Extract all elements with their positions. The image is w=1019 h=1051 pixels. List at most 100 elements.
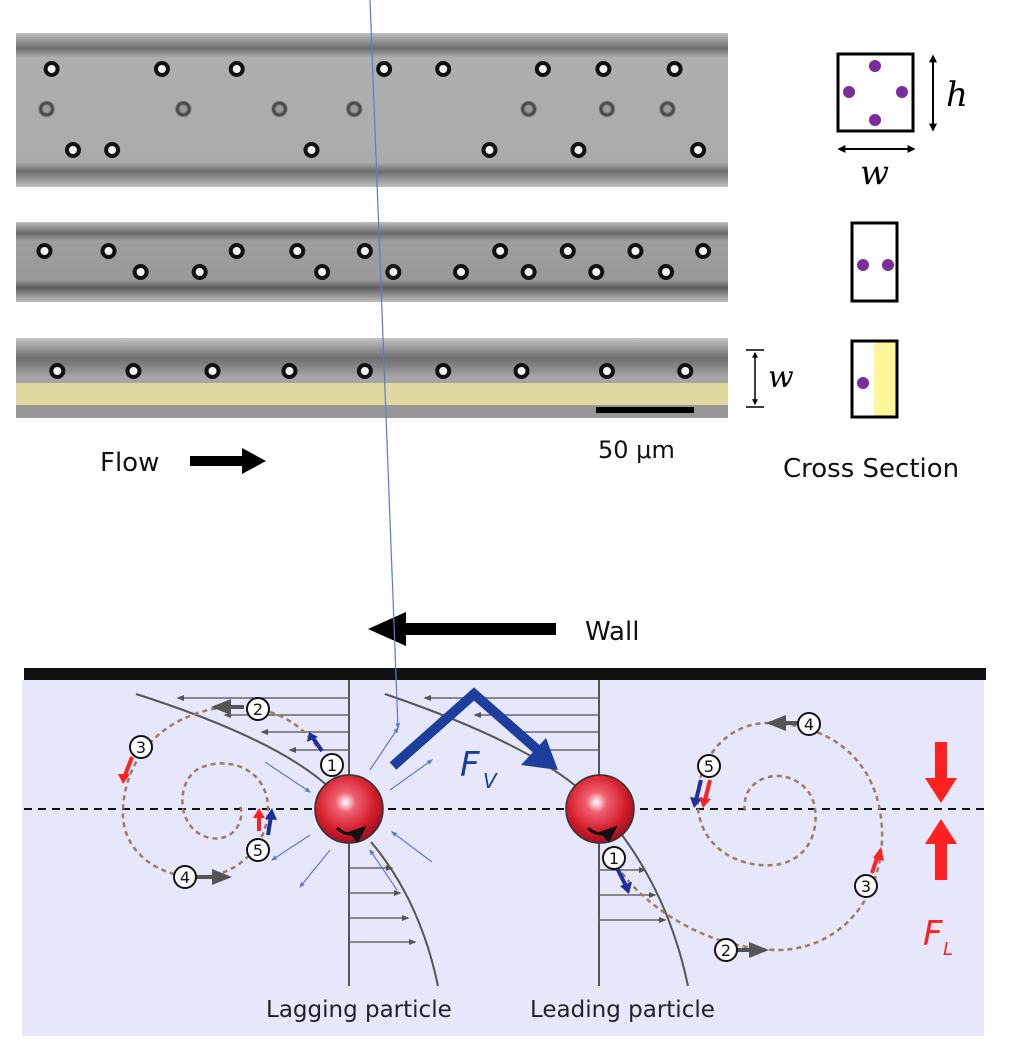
particle: [534, 61, 551, 77]
particle: [356, 243, 373, 259]
step-circle: [797, 712, 821, 736]
particle: [513, 363, 530, 379]
step-number: 2: [721, 941, 731, 960]
particle: [690, 142, 707, 158]
leading-particle-label: Leading particle: [530, 997, 715, 1023]
fv-subscript: V: [483, 769, 498, 793]
step-marker: 4: [173, 865, 197, 889]
channel-rectangular: [16, 222, 728, 302]
cross-dot: [869, 60, 881, 72]
cross-section-rectangular-half: [850, 339, 899, 419]
fv-force-arrow: F V: [389, 687, 558, 793]
spiral-path: [121, 705, 270, 879]
step-marker: 3: [129, 735, 153, 759]
particle: [175, 101, 192, 117]
scale-bar: [596, 407, 694, 413]
trajectory-lagging: [118, 699, 324, 885]
particle: [132, 264, 149, 280]
particle: [281, 363, 298, 379]
wall-label: Wall: [585, 617, 639, 647]
step-marker: 4: [797, 712, 821, 736]
step-number: 3: [861, 877, 871, 896]
cross-dot: [857, 259, 869, 271]
particle: [228, 61, 245, 77]
fv-arrow-icon: [389, 687, 544, 770]
particle: [695, 243, 712, 259]
step-marker: 2: [246, 697, 270, 721]
step-number: 5: [704, 757, 714, 776]
particle: [346, 101, 362, 117]
fl-label: F: [923, 914, 943, 954]
yellow-overlay: [16, 383, 728, 405]
particle: [43, 61, 60, 77]
particle: [570, 142, 587, 158]
particle: [595, 61, 612, 77]
particle: [435, 61, 452, 77]
particle: [49, 363, 66, 379]
flow-label: Flow: [100, 448, 159, 478]
cross-sections: h w Cross Section: [783, 52, 968, 484]
flow-arrow-icon: [190, 448, 266, 474]
particle: [38, 101, 55, 117]
particle: [481, 142, 498, 158]
step-number: 1: [609, 849, 619, 868]
particle-group: [38, 61, 707, 158]
mechanism-diagram: Wall: [22, 0, 986, 1036]
particle: [104, 142, 121, 158]
cross-dot: [843, 86, 855, 98]
fluid-region: [22, 680, 984, 1036]
particle-group: [49, 363, 694, 379]
cross-section-square: h w: [836, 52, 968, 193]
wall-direction-arrow-icon: [368, 612, 556, 646]
particle: [153, 61, 170, 77]
particle: [385, 264, 402, 280]
cross-dot: [857, 377, 869, 389]
cross-section-rectangular: [850, 221, 899, 303]
step-marker: 1: [320, 753, 344, 777]
step-marker: 5: [246, 838, 270, 862]
step-circle: [602, 846, 626, 870]
particle: [125, 363, 142, 379]
disturbance-flow-arrows: [264, 0, 433, 891]
dim-w-label: w: [860, 153, 889, 193]
step-number: 1: [327, 756, 337, 775]
wall-indicator: Wall: [368, 612, 639, 647]
channel-rectangular-half: [16, 338, 728, 418]
channel-bottom-edge: [16, 405, 728, 418]
cross-dot: [882, 259, 894, 271]
fv-label: F: [460, 745, 480, 785]
step-circle: [714, 938, 738, 962]
spiral-path: [621, 721, 884, 952]
particle: [677, 363, 694, 379]
step-circle: [854, 874, 878, 898]
flow-indicator: Flow: [100, 448, 266, 478]
particle: [453, 264, 469, 280]
step-number: 3: [136, 738, 146, 757]
channel-images: [16, 33, 728, 418]
step-circle: [320, 753, 344, 777]
particle: [492, 243, 509, 259]
particle: [100, 243, 117, 259]
step-circle: [173, 865, 197, 889]
fl-subscript: L: [943, 939, 953, 960]
fl-up-arrow-icon: [925, 819, 957, 844]
particle: [204, 363, 221, 379]
particle: [666, 61, 683, 77]
step-circle: [246, 697, 270, 721]
particle: [659, 101, 676, 117]
particle-group: [36, 243, 712, 280]
channel-width-dimension: w: [746, 349, 794, 408]
particle: [314, 264, 331, 280]
fl-force-arrows: F L: [923, 742, 957, 960]
particle: [271, 101, 288, 117]
step-circle: [697, 754, 721, 778]
lagging-particle: [314, 774, 384, 844]
step-marker: 1: [602, 846, 626, 870]
particle: [356, 363, 373, 379]
rotation-arrow-icon: [586, 825, 618, 843]
particle: [598, 363, 615, 379]
cross-section-label: Cross Section: [783, 454, 959, 484]
particle: [289, 243, 306, 259]
fl-down-arrow-icon: [925, 778, 957, 803]
step-number: 4: [180, 868, 190, 887]
